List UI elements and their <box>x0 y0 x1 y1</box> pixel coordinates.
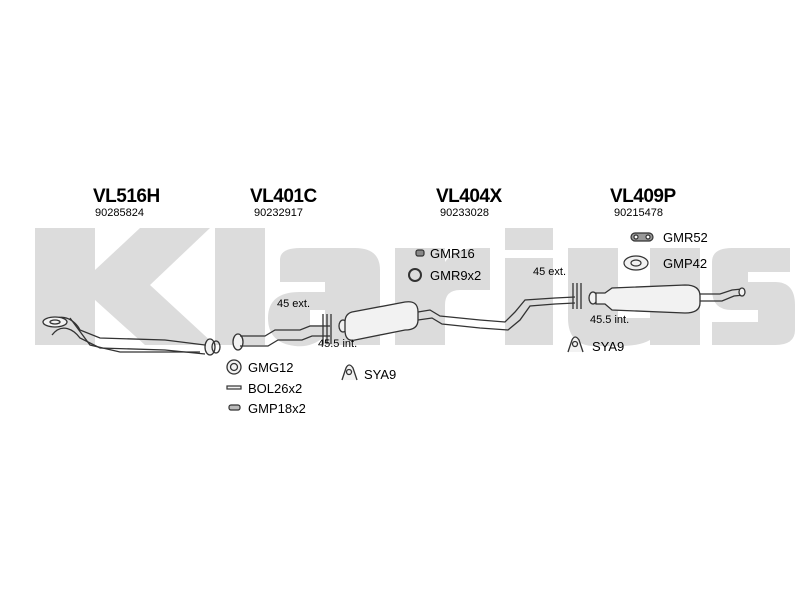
clamp-icon-a <box>341 364 358 381</box>
centre-silencer-vl404x <box>338 283 582 341</box>
ring-icon <box>408 268 422 282</box>
gasket-plate-icon <box>228 404 241 411</box>
clamp-icon-b <box>567 336 584 353</box>
dimension-45-ext-b: 45 ext. <box>533 266 567 278</box>
gasket-ring-icon <box>226 359 242 375</box>
part-number-vl401c: 90232917 <box>254 207 303 219</box>
bolt-icon <box>226 385 242 390</box>
part-number-vl404x: 90233028 <box>440 207 489 219</box>
front-pipe-vl516h <box>42 316 221 356</box>
rubber-strap-icon <box>630 232 654 242</box>
accessory-gmp18x2: GMP18x2 <box>248 401 306 416</box>
rubber-mount-icon <box>415 249 425 257</box>
accessory-sya9-b: SYA9 <box>592 339 625 354</box>
part-code-vl409p: VL409P <box>610 186 676 207</box>
accessory-gmr9x2: GMR9x2 <box>430 268 482 283</box>
dimension-45-5-int-b: 45.5 int. <box>590 314 630 326</box>
dimension-45-ext-a: 45 ext. <box>277 298 311 310</box>
part-number-vl409p: 90215478 <box>614 207 663 219</box>
rear-silencer-vl409p <box>588 284 746 314</box>
accessory-gmr52: GMR52 <box>663 230 708 245</box>
accessory-sya9-a: SYA9 <box>364 367 397 382</box>
accessory-bol26x2: BOL26x2 <box>248 381 303 396</box>
accessory-gmp42: GMP42 <box>663 256 708 271</box>
part-code-vl404x: VL404X <box>436 186 502 207</box>
klarius-watermark-logo <box>35 228 795 347</box>
part-code-vl516h: VL516H <box>93 186 160 207</box>
accessory-gmr16: GMR16 <box>430 246 475 261</box>
intermediate-pipe-vl401c <box>232 314 332 351</box>
mount-pad-icon <box>623 255 649 271</box>
dimension-45-5-int-a: 45.5 int. <box>318 338 358 350</box>
part-number-vl516h: 90285824 <box>95 207 144 219</box>
part-code-vl401c: VL401C <box>250 186 317 207</box>
accessory-gmg12: GMG12 <box>248 360 294 375</box>
